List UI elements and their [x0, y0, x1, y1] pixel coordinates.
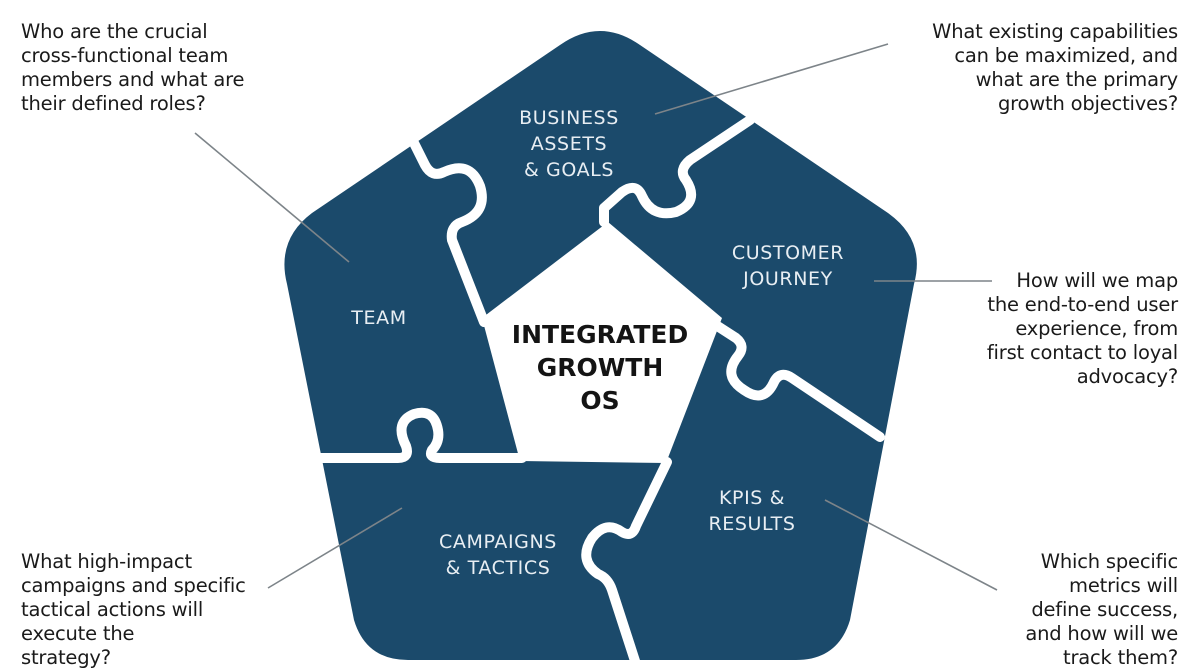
center-title-line: GROWTH — [537, 353, 664, 382]
segment-label: & GOALS — [524, 159, 614, 181]
question-customer: How will we map the end-to-end user expe… — [986, 269, 1178, 388]
segment-label: ASSETS — [531, 133, 607, 155]
segment-team: TEAM — [350, 307, 406, 329]
segment-label: BUSINESS — [519, 107, 619, 129]
leader-line-campaigns — [267, 507, 403, 589]
segment-campaigns: CAMPAIGNS & TACTICS — [439, 531, 557, 579]
question-team: Who are the crucial cross-functional tea… — [21, 20, 245, 115]
center-title: INTEGRATED GROWTH OS — [512, 320, 688, 415]
separator-kpis-campaigns — [581, 457, 672, 669]
separator-team-business — [390, 100, 489, 327]
segment-business: BUSINESS ASSETS & GOALS — [519, 107, 619, 181]
separator-business-customer — [599, 115, 755, 227]
segment-label: TEAM — [350, 307, 406, 329]
segment-label: RESULTS — [708, 513, 795, 535]
segment-customer: CUSTOMER JOURNEY — [732, 242, 844, 290]
question-business: What existing capabilities can be maximi… — [932, 20, 1178, 115]
center-title-line: OS — [580, 386, 619, 415]
segment-label: CAMPAIGNS — [439, 531, 557, 553]
separator-campaigns-team — [315, 407, 527, 463]
question-campaigns: What high-impact campaigns and specific … — [21, 550, 246, 669]
segment-label: JOURNEY — [742, 268, 833, 290]
leader-line-business — [654, 43, 889, 115]
segment-label: & TACTICS — [446, 557, 551, 579]
leader-line-kpis — [824, 499, 998, 591]
segment-kpis: KPIS & RESULTS — [708, 487, 795, 535]
separator-customer-kpis — [700, 313, 885, 442]
segment-label: CUSTOMER — [732, 242, 844, 264]
segment-label: KPIS & — [719, 487, 785, 509]
leader-line-team — [194, 132, 350, 263]
question-kpis: Which specific metrics will define succe… — [1025, 550, 1178, 669]
center-pentagon — [482, 222, 722, 463]
center-title-line: INTEGRATED — [512, 320, 688, 349]
